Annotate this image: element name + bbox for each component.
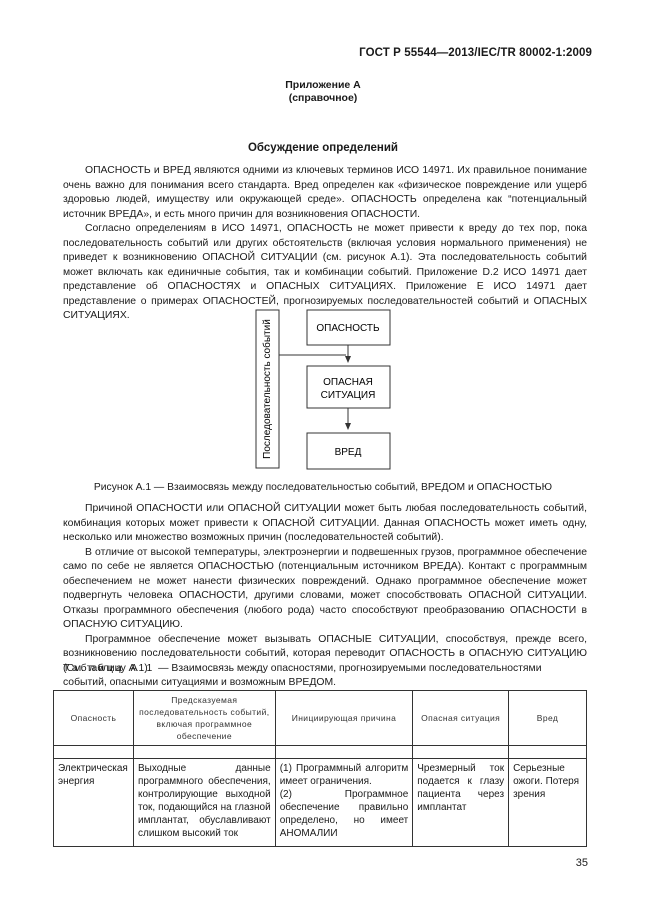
- body-text: Причиной ОПАСНОСТИ или ОПАСНОЙ СИТУАЦИИ …: [63, 502, 587, 676]
- hazardous-situation-label-2: СИТУАЦИЯ: [321, 390, 376, 401]
- table-caption: Таблица А.1 — Взаимосвязь между опасност…: [63, 662, 587, 690]
- table-header-cell: Опасная ситуация: [412, 690, 510, 746]
- figure-caption: Рисунок А.1 — Взаимосвязь между последов…: [93, 482, 553, 493]
- annex-title: Приложение А: [285, 79, 361, 91]
- cause-item: (2) Программное обеспечение правильно оп…: [279, 789, 409, 839]
- paragraph: Согласно определениям в ИСО 14971, ОПАСН…: [63, 223, 587, 321]
- table-cell-sequence: Выходные данные программного обеспечения…: [132, 758, 276, 847]
- document-standard-number: ГОСТ Р 55544—2013/IEC/TR 80002-1:2009: [359, 47, 592, 59]
- sequence-of-events-label: Последовательность событий: [261, 319, 273, 459]
- intro-text: ОПАСНОСТЬ и ВРЕД являются одними из ключ…: [63, 164, 587, 324]
- hazard-box-label: ОПАСНОСТЬ: [316, 323, 380, 334]
- harm-box: [306, 432, 391, 470]
- table-cell-harm: Серьезные ожоги. Потеря зрения: [508, 758, 587, 847]
- table-header-cell: Опасность: [53, 690, 134, 746]
- paragraph: Причиной ОПАСНОСТИ или ОПАСНОЙ СИТУАЦИИ …: [63, 503, 587, 543]
- table-header-row: Опасность Предсказуемая последовательнос…: [53, 690, 587, 746]
- hazard-table: Опасность Предсказуемая последовательнос…: [53, 690, 587, 847]
- hazardous-situation-box: [306, 365, 391, 409]
- sequence-of-events-box: [255, 309, 280, 469]
- table-header-cell: Предсказуемая последовательность событий…: [132, 690, 276, 746]
- paragraph: ОПАСНОСТЬ и ВРЕД являются одними из ключ…: [63, 165, 587, 220]
- annex-heading: Приложение А (справочное): [0, 79, 646, 105]
- table-row: Электрическая энергия Выходные данные пр…: [53, 758, 587, 847]
- cause-item: (1) Программный алгоритм имеет ограничен…: [279, 763, 409, 787]
- section-title: Обсуждение определений: [247, 142, 398, 154]
- table-caption-text: — Взаимосвязь между опасностями, прогноз…: [63, 663, 542, 688]
- table-caption-label: Таблица А.1: [63, 663, 156, 674]
- table-cell-hazard: Электрическая энергия: [53, 758, 134, 847]
- table-cell-cause: (1) Программный алгоритм имеет ограничен…: [274, 758, 414, 847]
- table-cell-situation: Чрезмерный ток подается к глазу пациента…: [412, 758, 510, 847]
- page-number: 35: [575, 857, 588, 869]
- harm-box-label: ВРЕД: [335, 447, 362, 458]
- hazard-box: [306, 309, 391, 346]
- table-spacer-row: [53, 745, 587, 759]
- annex-subtitle: (справочное): [288, 92, 358, 104]
- table-header-cell: Инициирующая причина: [274, 690, 414, 746]
- paragraph: Программное обеспечение может вызывать О…: [63, 633, 587, 674]
- table-header-cell: Вред: [508, 690, 587, 746]
- paragraph: В отличие от высокой температуры, электр…: [63, 546, 587, 631]
- hazardous-situation-label-1: ОПАСНАЯ: [323, 377, 373, 388]
